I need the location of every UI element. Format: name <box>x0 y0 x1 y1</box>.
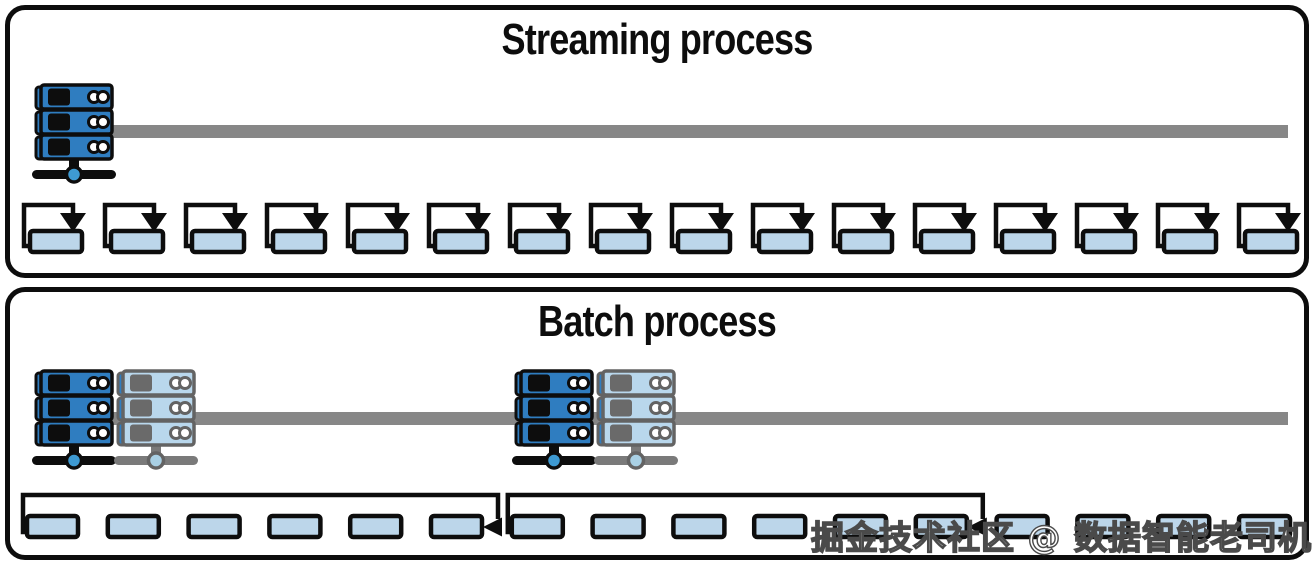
record-rect <box>994 513 1050 540</box>
record-rect <box>832 513 889 540</box>
record-stream-unit <box>345 202 410 255</box>
server-icon-faded <box>594 369 678 470</box>
record-rect <box>270 228 328 255</box>
record-stream-unit <box>993 202 1058 255</box>
record-rect <box>186 513 242 540</box>
record-rect <box>27 228 85 255</box>
down-arrow-icon <box>1194 213 1220 232</box>
record-rect <box>1075 513 1131 540</box>
batch-diagram <box>20 369 1293 540</box>
record-rect <box>347 513 404 540</box>
down-arrow-icon <box>546 213 572 232</box>
record-stream-unit <box>1236 202 1301 255</box>
down-arrow-icon <box>1113 213 1139 232</box>
batch-panel-title: Batch process <box>537 297 777 346</box>
down-arrow-icon <box>60 213 86 232</box>
server-icon-faded <box>114 369 198 470</box>
record-rect <box>594 228 652 255</box>
record-rect <box>432 228 490 255</box>
streaming-panel: Streaming process <box>5 5 1309 278</box>
record-stream-unit <box>264 202 329 255</box>
record-stream-unit <box>1074 202 1139 255</box>
watermark: 掘金技术社区 @ 数据智能老司机 <box>810 517 1312 557</box>
record-stream-unit <box>750 202 815 255</box>
record-rect <box>671 513 727 540</box>
record-rect <box>1161 228 1219 255</box>
streaming-diagram <box>21 83 1301 255</box>
down-arrow-icon <box>384 213 410 232</box>
record-rect <box>513 228 571 255</box>
down-arrow-icon <box>951 213 977 232</box>
down-arrow-icon <box>627 213 653 232</box>
record-rect <box>837 228 895 255</box>
down-arrow-icon <box>303 213 329 232</box>
left-arrow-icon <box>483 517 502 537</box>
record-rect <box>24 513 81 540</box>
down-arrow-icon <box>465 213 491 232</box>
record-stream-unit <box>669 202 734 255</box>
down-arrow-icon <box>870 213 896 232</box>
record-rect <box>1242 228 1300 255</box>
down-arrow-icon <box>1275 213 1301 232</box>
record-stream-unit <box>831 202 896 255</box>
record-rect <box>1236 513 1293 540</box>
down-arrow-icon <box>789 213 815 232</box>
record-rect <box>1080 228 1138 255</box>
down-arrow-icon <box>708 213 734 232</box>
server-icon <box>32 369 116 470</box>
record-stream-unit <box>21 202 86 255</box>
event-stream-line <box>105 412 1288 425</box>
record-rect <box>509 513 566 540</box>
record-rect <box>999 228 1057 255</box>
record-stream-unit <box>102 202 167 255</box>
record-rect <box>913 513 970 540</box>
batch-window-bracket <box>20 492 501 535</box>
streaming-panel-title: Streaming process <box>501 15 814 64</box>
server-icon <box>512 369 596 470</box>
record-rect <box>590 513 646 540</box>
record-rect <box>108 228 166 255</box>
event-stream-line <box>55 125 1288 138</box>
record-rect <box>1155 513 1212 540</box>
record-stream-unit <box>588 202 653 255</box>
left-arrow-icon <box>967 517 987 537</box>
record-rect <box>105 513 162 540</box>
record-rect <box>756 228 814 255</box>
down-arrow-icon <box>141 213 167 232</box>
record-rect <box>428 513 485 540</box>
down-arrow-icon <box>222 213 248 232</box>
record-rect <box>675 228 733 255</box>
record-stream-unit <box>507 202 572 255</box>
record-rect <box>351 228 409 255</box>
record-stream-unit <box>912 202 977 255</box>
record-rect <box>918 228 976 255</box>
server-icon <box>32 83 116 184</box>
record-stream-unit <box>183 202 248 255</box>
record-rect <box>267 513 323 540</box>
record-rect <box>751 513 808 540</box>
batch-panel: Batch process <box>5 287 1309 560</box>
record-stream-unit <box>1155 202 1220 255</box>
record-stream-unit <box>426 202 491 255</box>
record-rect <box>189 228 247 255</box>
down-arrow-icon <box>1032 213 1058 232</box>
